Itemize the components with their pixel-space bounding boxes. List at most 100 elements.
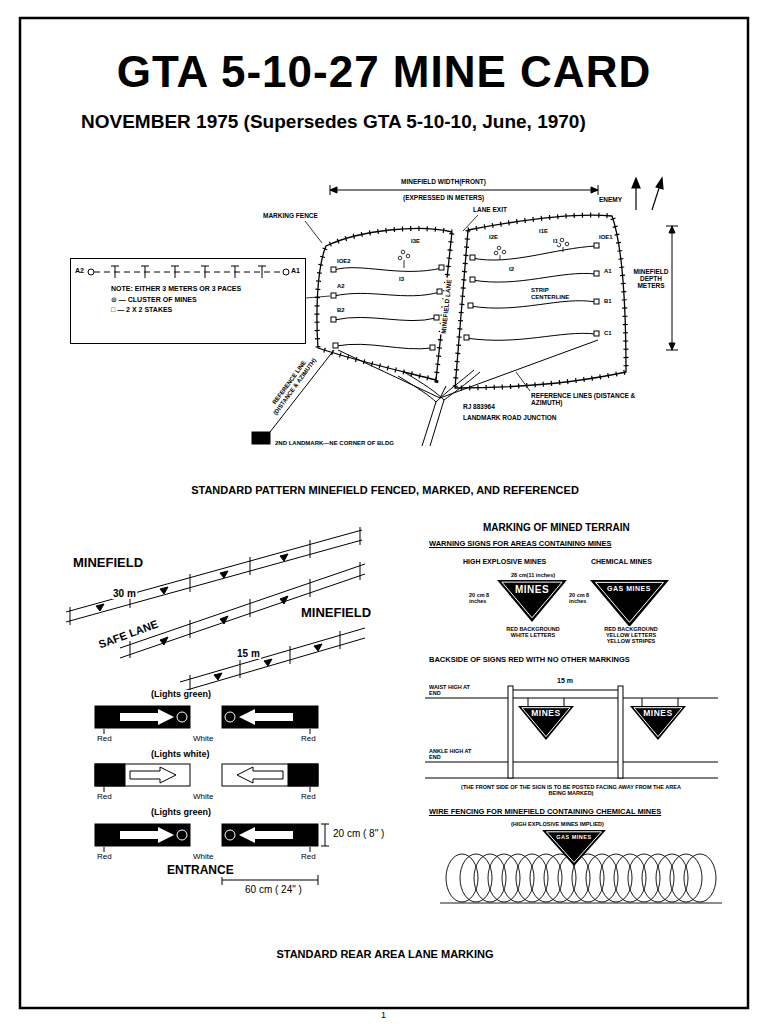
sign-color-note: RED BACKGROUND WHITE LETTERS <box>497 626 569 638</box>
lane-light-bars-part <box>95 706 190 728</box>
triangle-fill <box>497 580 567 622</box>
lane-light-bars-part <box>104 847 105 852</box>
stakes-part <box>439 265 444 270</box>
mine-clusters-part <box>494 251 498 255</box>
stakes-part <box>430 345 435 350</box>
perspective-fences-part <box>310 579 311 597</box>
perspective-fences-part <box>190 620 191 638</box>
sign-fence-part <box>618 686 623 778</box>
section-heading: MARKING OF MINED TERRAIN <box>482 522 631 533</box>
subtitle: NOVEMBER 1975 (Supersedes GTA 5-10-10, J… <box>80 112 587 133</box>
reference-lines <box>270 340 598 432</box>
lane-light-bars-part <box>310 729 311 734</box>
concertina-wire-part <box>460 854 492 902</box>
lane-light-bars-part <box>239 827 293 843</box>
perspective-fences-part <box>340 631 341 649</box>
color-label: Red <box>300 853 317 862</box>
enemy-arrows <box>632 178 663 210</box>
dimension-label: 15 m <box>556 677 574 685</box>
leader-lines <box>305 215 530 391</box>
note-text: □ — 2 X 2 STAKES <box>111 306 305 314</box>
lane-light-bars-part <box>177 830 187 840</box>
callout-label: LANE EXIT <box>472 206 508 213</box>
inset-stake-line-part <box>115 266 116 278</box>
dimension-label: MINEFIELD DEPTH METERS <box>632 268 670 289</box>
concertina-wire-part <box>488 854 520 902</box>
reference-lines-part <box>338 350 440 398</box>
concertina-wire-part <box>440 903 722 904</box>
dimension-label: 30 m <box>112 588 137 599</box>
sign-fence-part <box>425 762 718 763</box>
stakes-part <box>594 331 599 336</box>
direction-label: ENEMY <box>598 196 623 203</box>
lane-light-bars-part <box>225 712 235 722</box>
stakes-part <box>437 289 442 294</box>
stakes-part <box>470 277 475 282</box>
landmark-building <box>252 432 270 444</box>
minefield-fence-part <box>317 228 452 380</box>
perspective-fences-part <box>360 527 361 545</box>
concertina-wire-part <box>656 854 688 902</box>
stake-label: I2E <box>488 234 499 241</box>
stake-label: I1 <box>552 238 559 245</box>
lane-light-bars-part <box>222 706 318 728</box>
inset-stake-line-part <box>283 269 289 275</box>
perspective-fences-part <box>160 637 168 645</box>
mine-clusters-part <box>500 255 501 260</box>
stakes-part <box>594 243 599 248</box>
inset-stake-line-part <box>94 272 283 273</box>
card-border <box>20 18 748 1008</box>
stakes-part <box>594 299 599 304</box>
lane-light-bars-part <box>177 712 187 722</box>
sign-fence-part <box>528 698 529 706</box>
callout-label: LANDMARK ROAD JUNCTION <box>462 414 558 421</box>
light-label: (Lights green) <box>150 690 212 700</box>
stake-label: B2 <box>336 307 346 314</box>
perspective-fences-part <box>130 641 131 658</box>
light-label: (Lights white) <box>150 750 211 760</box>
stake-label: IOE1 <box>598 234 614 241</box>
concertina-wire-part <box>530 854 562 902</box>
section-note: (HIGH EXPLOSIVE MINES IMPLIED) <box>510 821 605 827</box>
color-label: White <box>192 735 214 744</box>
perspective-fences-part <box>214 673 222 680</box>
perspective-fences-part <box>360 562 361 580</box>
sign-text: GAS MINES <box>590 585 669 593</box>
perspective-fences-part <box>96 604 104 611</box>
color-label: Red <box>96 735 113 744</box>
sign-type-label: HIGH EXPLOSIVE MINES <box>462 558 547 566</box>
lane-light-bars-part <box>95 824 190 846</box>
mine-clusters-part <box>406 254 410 258</box>
enemy-arrows-part <box>656 178 663 189</box>
mine-clusters-part <box>502 250 506 254</box>
sign-fence-part <box>678 698 679 706</box>
perspective-fences-part <box>160 587 168 594</box>
sign-fence-part <box>425 778 718 779</box>
inset-stake-line-part <box>141 266 149 267</box>
inset-stake-line-part <box>175 266 176 278</box>
concertina-wire-part <box>642 854 674 902</box>
triangle-fill <box>630 706 686 740</box>
perspective-fences-part <box>250 599 251 617</box>
strip-centerlines-part <box>470 301 596 308</box>
lane-light-bars-part <box>95 764 190 786</box>
sign-text: GAS MINES <box>542 834 606 840</box>
leader-lines-part <box>305 221 322 243</box>
inset-stake-line-part <box>235 266 236 278</box>
section-subheading: WARNING SIGNS FOR AREAS CONTAINING MINES <box>428 540 613 548</box>
concertina-wire-part <box>516 854 548 902</box>
concertina-wire-part <box>474 854 506 902</box>
perspective-fences-part <box>310 540 311 558</box>
perspective-fences-part <box>180 638 365 692</box>
lane-light-bars-part <box>222 824 318 846</box>
perspective-fences-part <box>240 660 241 678</box>
lane-label: SAFE LANE <box>96 617 161 650</box>
triangle-fill <box>518 706 574 740</box>
inset-stake-line <box>88 266 289 278</box>
strip-centerlines-part <box>472 246 596 260</box>
lane-light-bars-part <box>222 764 318 786</box>
minefield-fence-part <box>455 215 626 388</box>
stake-label: I1E <box>538 228 549 235</box>
